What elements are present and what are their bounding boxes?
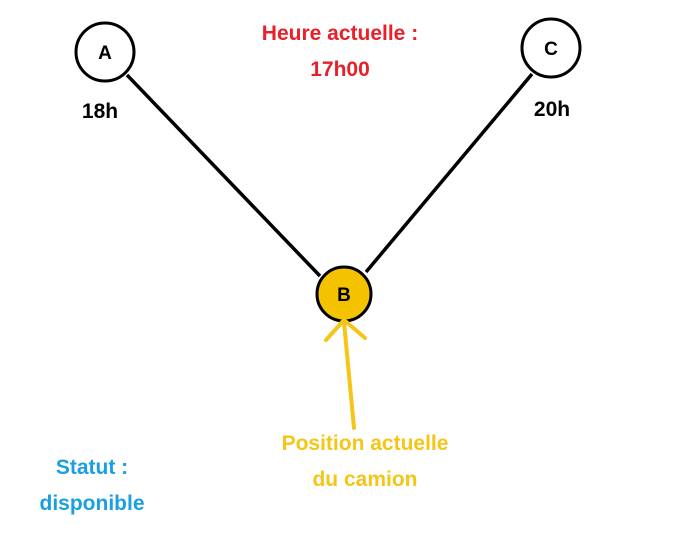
node-c: C xyxy=(520,17,582,79)
position-arrow-shaft xyxy=(342,320,356,430)
node-c-time: 20h xyxy=(534,98,570,121)
node-a-label: A xyxy=(98,43,112,64)
position-label-line1: Position actuelle xyxy=(282,432,449,455)
statut-label: Statut : xyxy=(56,456,128,479)
node-b: B xyxy=(315,265,373,323)
position-arrow-head xyxy=(324,318,367,342)
node-b-label: B xyxy=(337,285,351,306)
edge-a-b xyxy=(125,73,322,278)
node-a-circle xyxy=(74,21,136,83)
position-label-line2: du camion xyxy=(312,468,417,491)
node-a-time: 18h xyxy=(82,100,118,123)
node-c-circle xyxy=(520,17,582,79)
position-arrow xyxy=(324,318,367,430)
statut-value: disponible xyxy=(40,492,145,515)
node-c-label: C xyxy=(544,39,558,60)
edge-b-c xyxy=(364,72,534,274)
heure-actuelle-value: 17h00 xyxy=(310,58,370,81)
heure-actuelle-label: Heure actuelle : xyxy=(262,22,418,45)
node-a: A xyxy=(74,21,136,83)
